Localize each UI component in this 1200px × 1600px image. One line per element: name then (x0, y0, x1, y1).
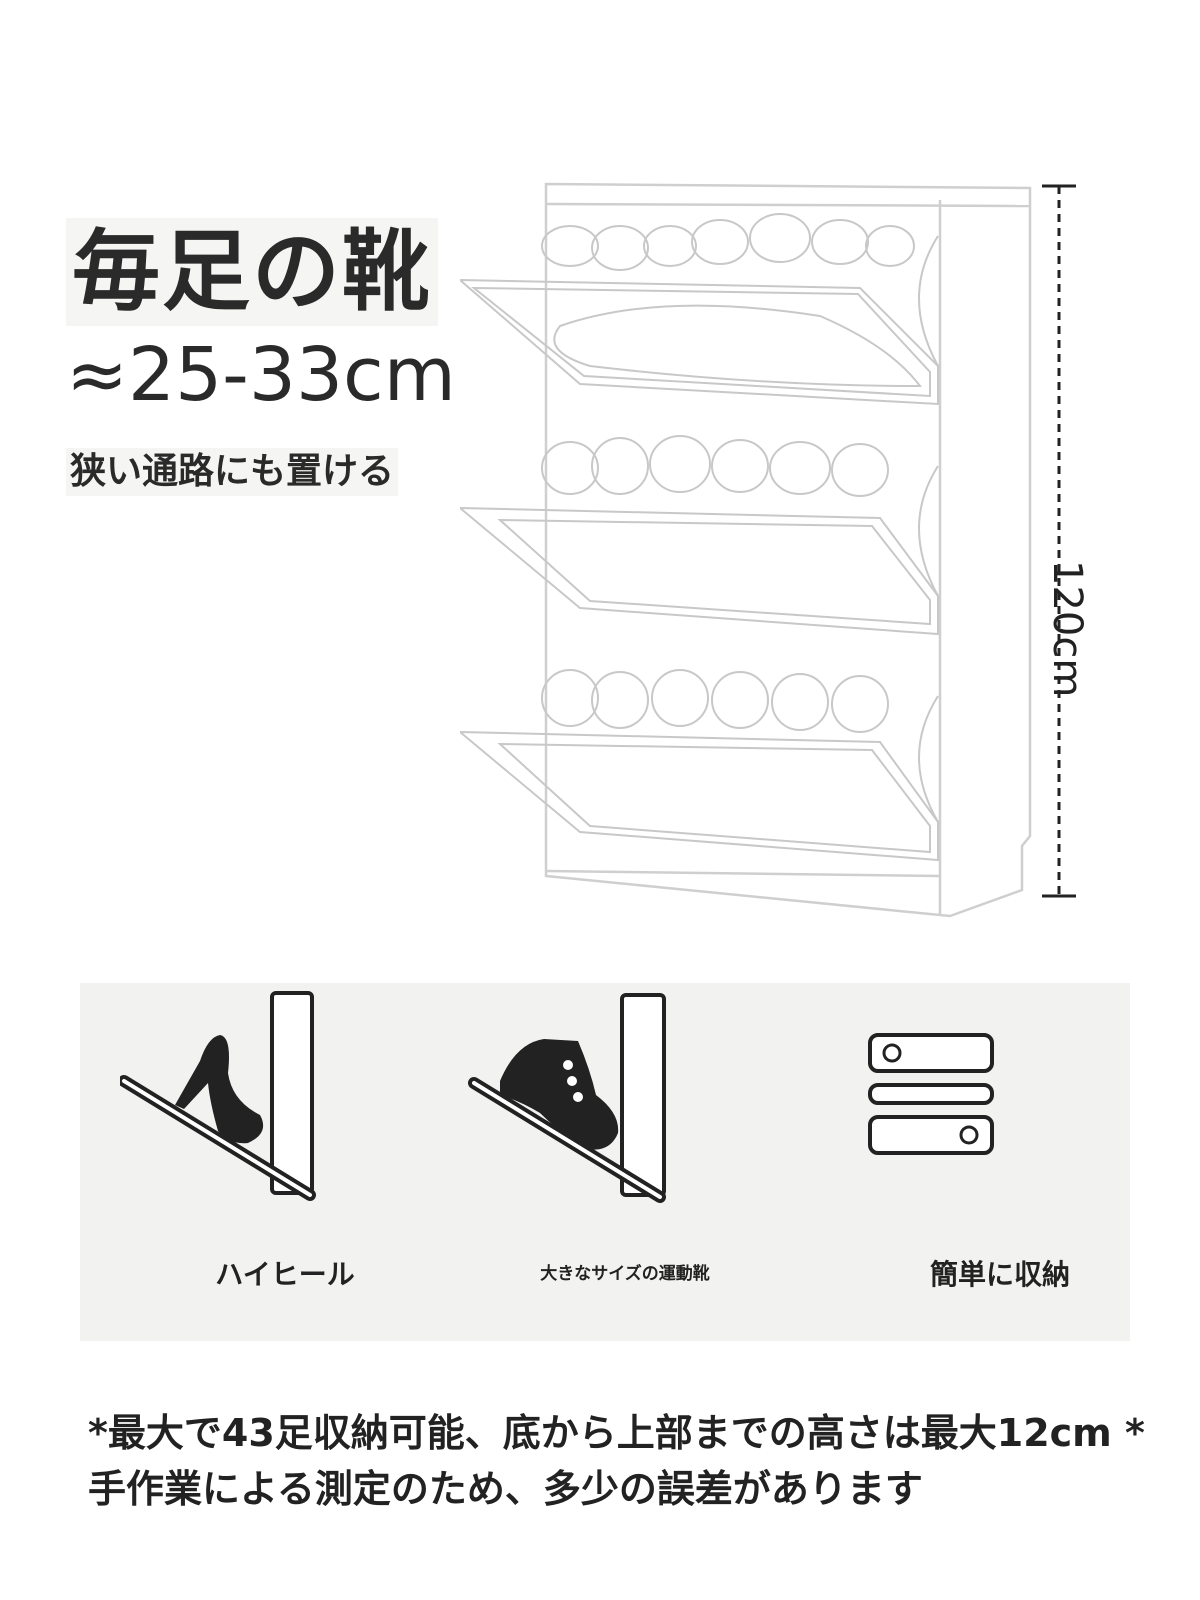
feature-label: 簡単に収納 (929, 1258, 1070, 1291)
sneaker-boot-icon (468, 993, 666, 1203)
subline: 狭い通路にも置ける (66, 448, 399, 496)
shoe-cabinet-illustration (460, 182, 1032, 918)
feature-label: 大きなサイズの運動靴 (540, 1264, 710, 1284)
headline: 毎足の靴 (66, 218, 439, 326)
height-dimension-line (1042, 184, 1076, 898)
feature-easy-storage: 簡単に収納 (835, 983, 1165, 1341)
high-heel-icon (120, 991, 316, 1201)
height-label: 120cm (1044, 560, 1090, 698)
shoe-size-range: ≈25-33cm (66, 332, 456, 418)
feature-panel: ハイヒール 大きなサイズの運動靴 簡単に収納 (80, 983, 1130, 1341)
feature-sneaker: 大きなサイズの運動靴 (460, 983, 790, 1341)
feature-high-heel: ハイヒール (120, 983, 450, 1341)
feature-label: ハイヒール (215, 1258, 355, 1291)
footnote: *最大で43足収納可能、底から上部までの高さは最大12cm *手作業による測定の… (88, 1411, 1145, 1511)
drawer-stack-icon (868, 1033, 994, 1155)
